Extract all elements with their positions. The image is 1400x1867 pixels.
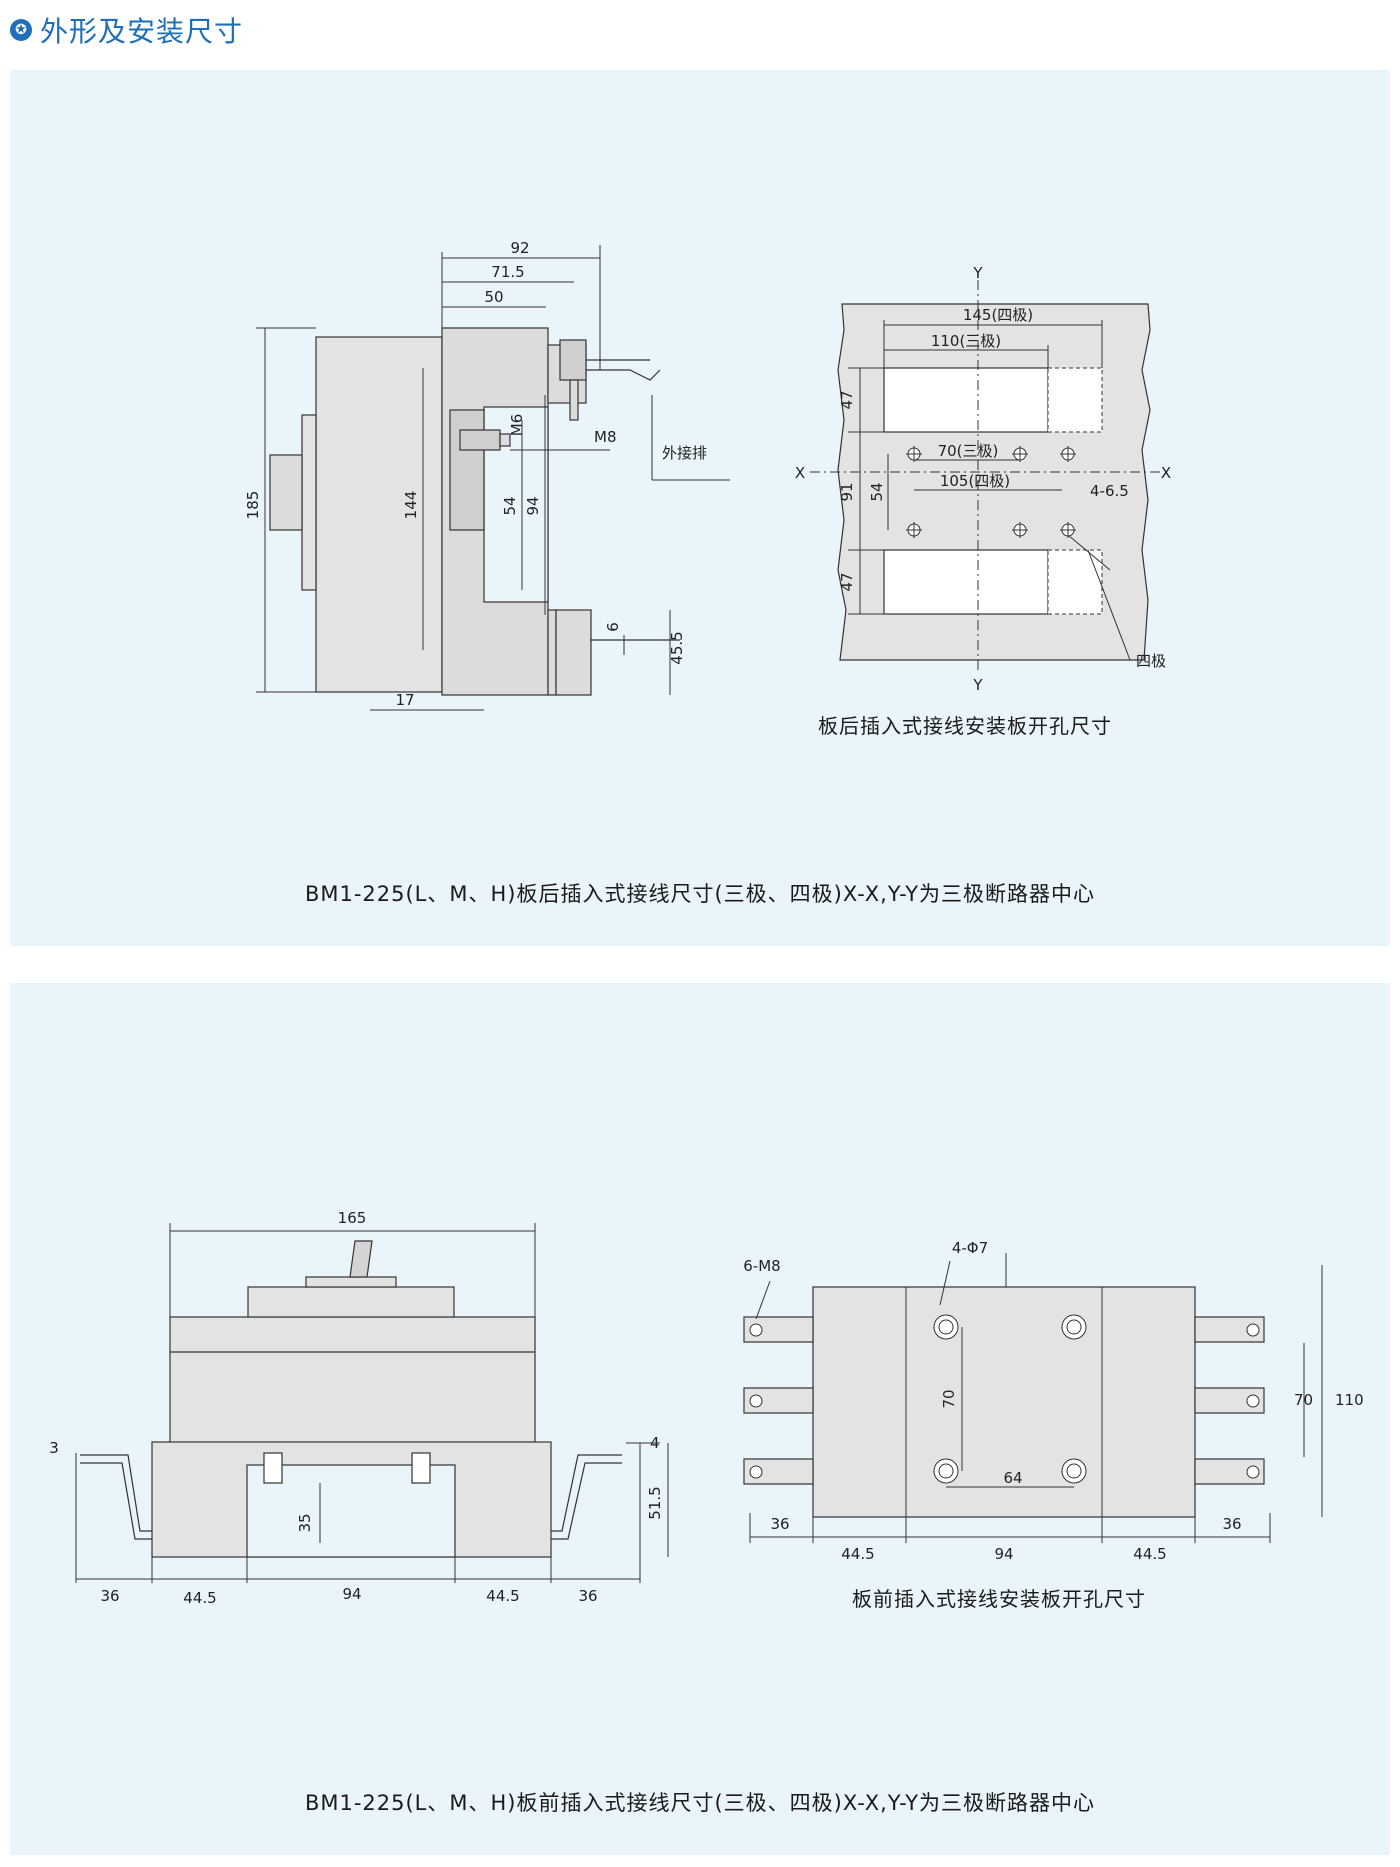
hole-spec-label: 4-6.5 xyxy=(1090,482,1129,500)
front-connection-drawing: 165 3 4 35 51.5 36 44.5 94 44.5 36 xyxy=(49,1209,1363,1607)
dim-51-5: 51.5 xyxy=(646,1486,664,1519)
dim-36-left: 36 xyxy=(100,1587,119,1605)
dim-185: 185 xyxy=(244,491,262,520)
front-cutout-caption: 板前插入式接线安装板开孔尺寸 xyxy=(852,1587,1146,1611)
dim-71-5: 71.5 xyxy=(491,263,524,281)
rear-connection-caption: BM1-225(L、M、H)板后插入式接线尺寸(三极、四极)X-X,Y-Y为三极… xyxy=(304,882,1096,906)
dim-47-bottom: 47 xyxy=(838,572,856,591)
dim-36-right: 36 xyxy=(578,1587,597,1605)
front-connection-caption: BM1-225(L、M、H)板前插入式接线尺寸(三极、四极)X-X,Y-Y为三极… xyxy=(304,1791,1096,1815)
dim-4: 4 xyxy=(650,1434,660,1452)
front-plan-view: 4-Φ7 6-M8 70 64 70 110 36 36 44.5 94 44.… xyxy=(743,1239,1363,1563)
dim-92: 92 xyxy=(510,239,529,257)
dim-64: 64 xyxy=(1003,1469,1022,1487)
dim-94: 94 xyxy=(524,496,542,515)
dim-36-plan-left: 36 xyxy=(770,1515,789,1533)
side-dimension-lines xyxy=(256,245,730,711)
thread-6-m8: 6-M8 xyxy=(743,1257,780,1275)
front-connection-panel: 165 3 4 35 51.5 36 44.5 94 44.5 36 xyxy=(10,983,1390,1855)
front-dimension-lines xyxy=(75,1223,669,1583)
dim-44-5-left: 44.5 xyxy=(183,1589,216,1607)
dim-110-three-pole: 110(三极) xyxy=(931,332,1001,350)
rear-cutout-drawing: Y Y X X 145(四极) 110(三极) 47 47 91 54 70(三… xyxy=(795,264,1171,694)
section-header: ✪ 外形及安装尺寸 xyxy=(10,10,243,50)
dim-3: 3 xyxy=(49,1439,59,1457)
dim-144: 144 xyxy=(402,491,420,520)
dim-54: 54 xyxy=(501,496,519,515)
axis-x-left: X xyxy=(795,464,805,482)
dim-165: 165 xyxy=(338,1209,367,1227)
dim-35: 35 xyxy=(296,1513,314,1532)
dim-70-plan: 70 xyxy=(940,1389,958,1408)
dim-44-5-plan-left: 44.5 xyxy=(841,1545,874,1563)
axis-y-bottom: Y xyxy=(972,676,983,694)
breaker-side-view xyxy=(269,327,680,696)
dim-m8: M8 xyxy=(594,428,617,446)
four-pole-label: 四极 xyxy=(1136,652,1166,670)
dim-36-plan-right: 36 xyxy=(1222,1515,1241,1533)
external-bar-label: 外接排 xyxy=(662,444,707,462)
dim-45-5: 45.5 xyxy=(668,631,686,664)
dim-94-plan: 94 xyxy=(994,1545,1013,1563)
dim-145-four-pole: 145(四极) xyxy=(963,306,1033,324)
dim-17: 17 xyxy=(395,691,414,709)
dim-110-plan: 110 xyxy=(1335,1391,1364,1409)
dim-94-front: 94 xyxy=(342,1585,361,1603)
axis-x-right: X xyxy=(1161,464,1171,482)
hole-4-phi-7: 4-Φ7 xyxy=(952,1239,988,1257)
dim-47-top: 47 xyxy=(838,390,856,409)
rear-connection-drawing: 92 71.5 50 185 144 54 94 M6 M8 6 45.5 17… xyxy=(244,239,1171,711)
rear-connection-panel: 92 71.5 50 185 144 54 94 M6 M8 6 45.5 17… xyxy=(10,70,1390,946)
breaker-front-view xyxy=(80,1240,622,1558)
dim-44-5-right: 44.5 xyxy=(486,1587,519,1605)
rear-cutout-caption: 板后插入式接线安装板开孔尺寸 xyxy=(818,714,1112,738)
star-icon: ✪ xyxy=(10,19,32,41)
axis-y-top: Y xyxy=(972,264,983,282)
dim-44-5-plan-right: 44.5 xyxy=(1133,1545,1166,1563)
dim-105-four-pole: 105(四极) xyxy=(940,472,1010,490)
dim-50: 50 xyxy=(484,288,503,306)
dim-70-right: 70 xyxy=(1294,1391,1313,1409)
dim-6: 6 xyxy=(604,622,622,632)
dim-91: 91 xyxy=(838,482,856,501)
dim-54-cutout: 54 xyxy=(868,482,886,501)
section-title: 外形及安装尺寸 xyxy=(40,15,244,48)
dim-70-three-pole: 70(三极) xyxy=(938,442,999,460)
dim-m6: M6 xyxy=(508,414,526,437)
